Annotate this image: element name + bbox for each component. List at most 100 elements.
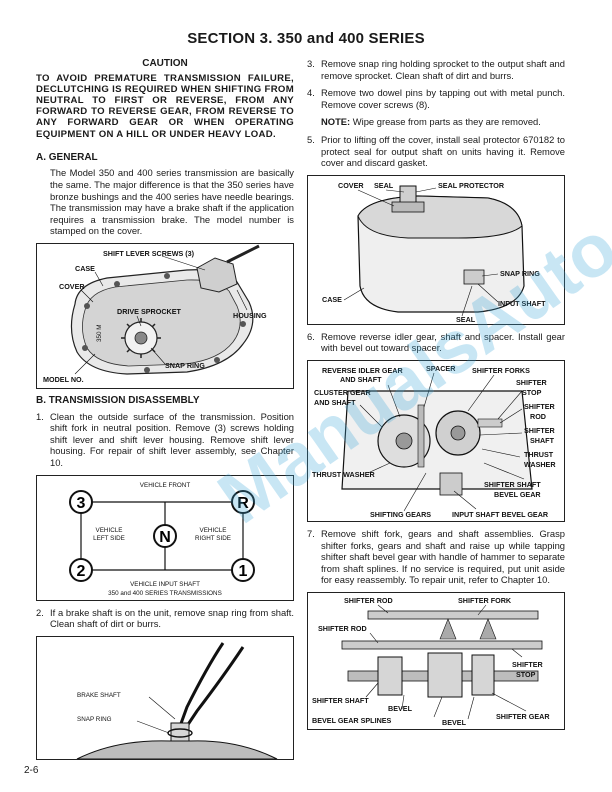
assembly-shifter-shaft-label: SHIFTER SHAFT [312, 696, 369, 705]
gear-3: 3 [69, 489, 93, 514]
input-shaft-label: VEHICLE INPUT SHAFT [130, 581, 200, 588]
assembly-bevel-splines-label: BEVEL GEAR SPLINES [312, 716, 392, 725]
transmission-cover-drawing: 350 M SHIFT LEVER SCREWS (3) CASE COVER … [43, 244, 267, 384]
cluster-shaft-label: AND SHAFT [314, 398, 356, 407]
input-shaft-bevel-gear-label: INPUT SHAFT BEVEL GEAR [452, 510, 549, 519]
seal-label-2: SEAL [456, 315, 476, 324]
svg-text:2: 2 [77, 563, 86, 580]
assembly-shifter-gear-label: SHIFTER GEAR [496, 712, 550, 721]
step-5-text: Prior to lifting off the cover, install … [321, 133, 565, 169]
shifter-stop-label: SHIFTER [516, 378, 548, 387]
step-4-text: Remove two dowel pins by tapping out wit… [321, 87, 565, 110]
fig1-cover-label: COVER [59, 282, 85, 291]
transmission-cover-figure: 350 M SHIFT LEVER SCREWS (3) CASE COVER … [36, 242, 294, 389]
shifter-forks-label: SHIFTER FORKS [472, 366, 530, 375]
step-1: 1. Clean the outside surface of the tran… [36, 411, 294, 469]
step-2: 2. If a brake shaft is on the unit, remo… [36, 607, 294, 630]
reverse-idler-label: REVERSE IDLER GEAR [322, 366, 403, 375]
gear-1: 1 [231, 557, 255, 582]
gear-r: R [231, 489, 255, 514]
assembly-shifter-stop-label-2: STOP [516, 670, 536, 679]
assembly-shifter-stop-label: SHIFTER [512, 660, 544, 669]
step-7: 7. Remove shift fork, gears and shaft as… [307, 528, 565, 586]
brake-shaft-label: BRAKE SHAFT [77, 692, 121, 699]
step-7-text: Remove shift fork, gears and shaft assem… [321, 527, 565, 586]
right-column: 3. Remove snap ring holding sprocket to … [307, 58, 565, 736]
step-6-text: Remove reverse idler gear, shaft and spa… [321, 330, 565, 354]
svg-text:N: N [159, 529, 171, 546]
shifter-rod-label: SHIFTER [524, 402, 556, 411]
step-6-number: 6. [307, 330, 315, 342]
assembly-bevel-label: BEVEL [388, 704, 413, 713]
seal-label: SEAL [374, 181, 394, 190]
seal-protector-label: SEAL PROTECTOR [438, 181, 505, 190]
step-3-text: Remove snap ring holding sprocket to the… [321, 58, 565, 81]
snap-ring-label: SNAP RING [500, 269, 540, 278]
spacer-label: SPACER [426, 364, 456, 373]
section-title: SECTION 3. 350 and 400 SERIES [187, 30, 425, 47]
svg-text:3: 3 [77, 495, 86, 512]
thrust-washer-right-label-2: WASHER [524, 460, 556, 469]
brake-shaft-figure: BRAKE SHAFT SNAP RING [36, 635, 294, 760]
brake-snap-ring-label: SNAP RING [77, 716, 112, 723]
fig1-case-label: CASE [75, 264, 95, 273]
shifter-shaft-bevel-label: SHIFTER SHAFT [484, 480, 541, 489]
assembly-shifter-fork-label: SHIFTER FORK [458, 596, 512, 605]
cluster-gear-label: CLUSTER GEAR [314, 388, 372, 397]
caution-heading: CAUTION [142, 58, 188, 69]
step-1-text: Clean the outside surface of the transmi… [50, 410, 294, 468]
step-6: 6. Remove reverse idler gear, shaft and … [307, 331, 565, 354]
fig1-drive-sprocket-label: DRIVE SPROCKET [117, 307, 182, 316]
general-heading: A. GENERAL [36, 151, 98, 163]
shifter-assembly-figure: SHIFTER ROD SHIFTER FORK SHIFTER ROD SHI… [307, 591, 565, 730]
fig1-snap-ring-label: SNAP RING [165, 361, 205, 370]
cover-removal-figure: COVER SEAL SEAL PROTECTOR SNAP RING CASE… [307, 174, 565, 325]
case-label: CASE [322, 295, 342, 304]
thrust-washer-right-label: THRUST [524, 450, 554, 459]
note-label: NOTE: [321, 116, 351, 128]
shifter-shaft-bevel-gear-label: BEVEL GEAR [494, 490, 541, 499]
page-number: 2-6 [24, 765, 39, 776]
disassembly-heading: B. TRANSMISSION DISASSEMBLY [36, 394, 200, 406]
vehicle-front-label: VEHICLE FRONT [140, 482, 191, 489]
left-column: CAUTION TO AVOID PREMATURE TRANSMISSION … [36, 58, 294, 766]
step-4: 4. Remove two dowel pins by tapping out … [307, 87, 565, 110]
reverse-idler-shaft-label: AND SHAFT [340, 375, 382, 384]
svg-text:1: 1 [239, 563, 248, 580]
step-1-number: 1. [36, 410, 44, 422]
note-text: Wipe grease from parts as they are remov… [352, 116, 541, 128]
assembly-shifter-rod-label: SHIFTER ROD [318, 624, 367, 633]
gears-figure: REVERSE IDLER GEAR AND SHAFT SPACER SHIF… [307, 359, 565, 522]
step-5-number: 5. [307, 133, 315, 145]
step-7-number: 7. [307, 527, 315, 539]
series-caption: 350 and 400 SERIES TRANSMISSIONS [108, 590, 222, 597]
step-4-number: 4. [307, 87, 315, 99]
shifter-rod-label-2: ROD [530, 412, 546, 421]
assembly-bevel-label-2: BEVEL [442, 718, 467, 727]
shifter-shaft-label-2: SHAFT [530, 436, 555, 445]
gear-n: N [153, 523, 177, 548]
input-shaft-label-2: INPUT SHAFT [498, 299, 546, 308]
shifter-stop-label-2: STOP [522, 388, 542, 397]
svg-text:350 M: 350 M [96, 324, 103, 342]
gear-2: 2 [69, 557, 93, 582]
shifter-shaft-label: SHIFTER [524, 426, 556, 435]
assembly-shifter-rod-top-label: SHIFTER ROD [344, 596, 393, 605]
step-2-text: If a brake shaft is on the unit, remove … [50, 606, 294, 630]
fig1-shift-lever-screws-label: SHIFT LEVER SCREWS (3) [103, 249, 195, 258]
cover-label: COVER [338, 181, 364, 190]
note: NOTE: Wipe grease from parts as they are… [307, 116, 565, 128]
fig1-model-no-label: MODEL NO. [43, 375, 84, 384]
thrust-washer-left-label: THRUST WASHER [312, 470, 375, 479]
caution-text: TO AVOID PREMATURE TRANSMISSION FAILURE,… [36, 72, 294, 140]
svg-text:R: R [237, 495, 249, 512]
fig1-housing-label: HOUSING [233, 311, 267, 320]
step-3: 3. Remove snap ring holding sprocket to … [307, 58, 565, 81]
step-3-number: 3. [307, 58, 315, 69]
step-5: 5. Prior to lifting off the cover, insta… [307, 134, 565, 169]
general-text: The Model 350 and 400 series transmissio… [50, 167, 294, 237]
step-2-number: 2. [36, 606, 44, 618]
